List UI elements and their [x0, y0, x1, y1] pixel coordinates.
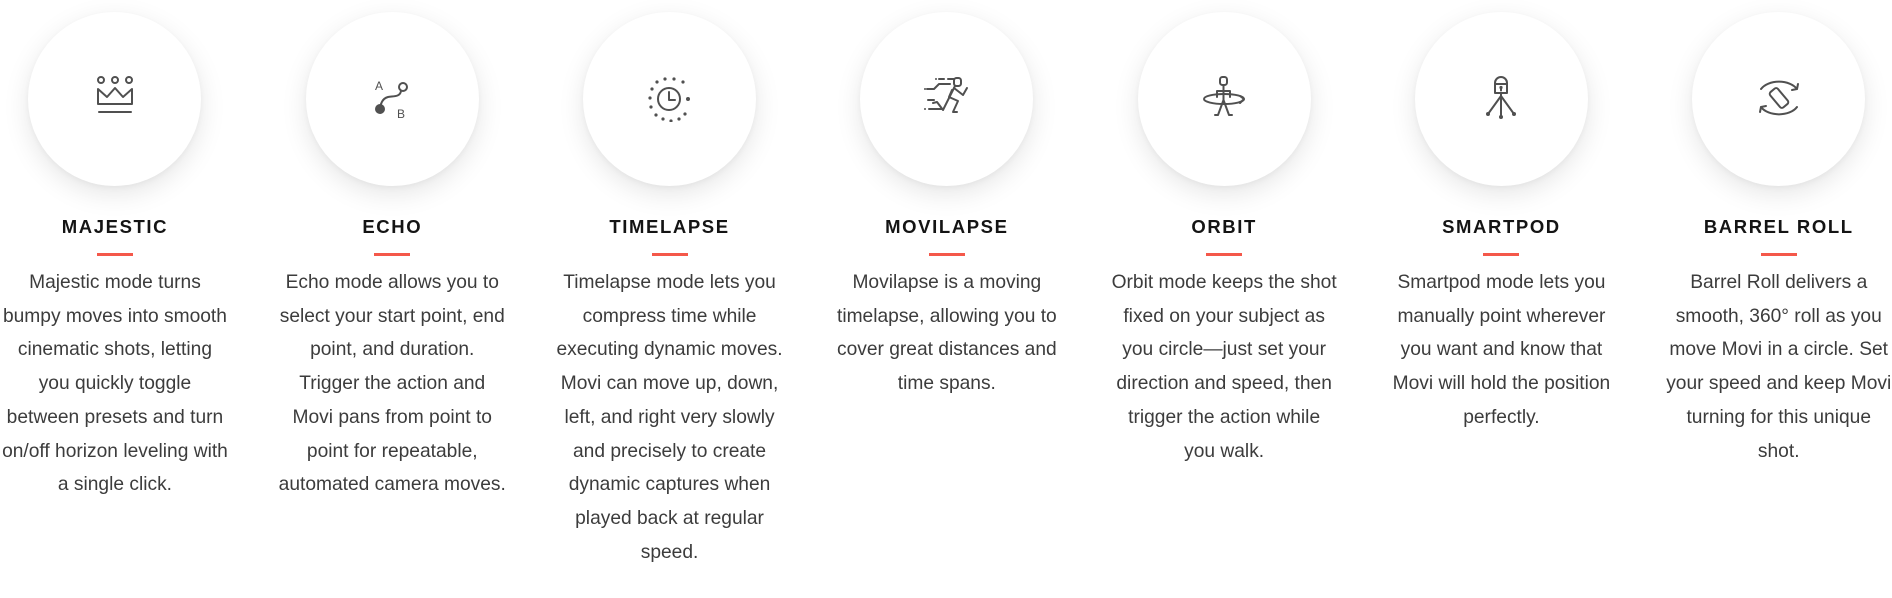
mode-description: Orbit mode keeps the shot fixed on your …: [1111, 272, 1337, 462]
a-to-b-path-icon: A B: [375, 79, 409, 121]
icon-circle: [1692, 12, 1866, 186]
mode-description: Echo mode allows you to select your star…: [278, 272, 506, 496]
point-a-label: A: [375, 79, 383, 93]
icon-circle: [860, 12, 1034, 186]
accent-divider: [1760, 253, 1797, 256]
accent-divider: [374, 253, 411, 256]
accent-divider: [651, 253, 688, 256]
icon-circle: [28, 12, 202, 186]
mode-title: ORBIT: [1191, 216, 1257, 237]
mode-title: SMARTPOD: [1442, 216, 1561, 237]
crown-icon: [96, 76, 133, 113]
mode-card-barrel-roll: BARREL ROLL Barrel Roll delivers a smoot…: [1640, 0, 1892, 598]
clock-timelapse-icon: [648, 77, 691, 122]
mode-title: TIMELAPSE: [609, 216, 730, 237]
mode-title: ECHO: [362, 216, 423, 237]
mode-card-echo: A B ECHO Echo mode allows you to select …: [254, 0, 531, 598]
point-b-label: B: [397, 107, 405, 121]
mode-title: MOVILAPSE: [885, 216, 1009, 237]
mode-card-smartpod: SMARTPOD Smartpod mode lets you manually…: [1363, 0, 1640, 598]
mode-title: BARREL ROLL: [1703, 216, 1854, 237]
accent-divider: [928, 253, 965, 256]
mode-card-orbit: ORBIT Orbit mode keeps the shot fixed on…: [1086, 0, 1363, 598]
icon-circle: A B: [305, 12, 479, 186]
mode-description: Majestic mode turns bumpy moves into smo…: [2, 272, 228, 496]
mode-card-movilapse: MOVILAPSE Movilapse is a moving timelaps…: [808, 0, 1085, 598]
tripod-lock-icon: [1486, 76, 1517, 119]
mode-description: Smartpod mode lets you manually point wh…: [1392, 272, 1611, 428]
icon-circle: [1137, 12, 1311, 186]
mode-description: Barrel Roll delivers a smooth, 360° roll…: [1666, 272, 1892, 462]
accent-divider: [1483, 253, 1520, 256]
mode-title: MAJESTIC: [61, 216, 169, 237]
orbit-person-icon: [1203, 76, 1245, 116]
accent-divider: [96, 253, 133, 256]
mode-description: Movilapse is a moving timelapse, allowin…: [836, 272, 1057, 395]
icon-circle: [582, 12, 756, 186]
barrel-roll-rotate-icon: [1758, 80, 1799, 116]
running-person-icon: [923, 77, 968, 113]
icon-circle: [1414, 12, 1588, 186]
mode-card-majestic: MAJESTIC Majestic mode turns bumpy moves…: [0, 0, 254, 598]
mode-description: Timelapse mode lets you compress time wh…: [556, 272, 783, 563]
accent-divider: [1206, 253, 1243, 256]
mode-card-timelapse: TIMELAPSE Timelapse mode lets you compre…: [531, 0, 808, 598]
